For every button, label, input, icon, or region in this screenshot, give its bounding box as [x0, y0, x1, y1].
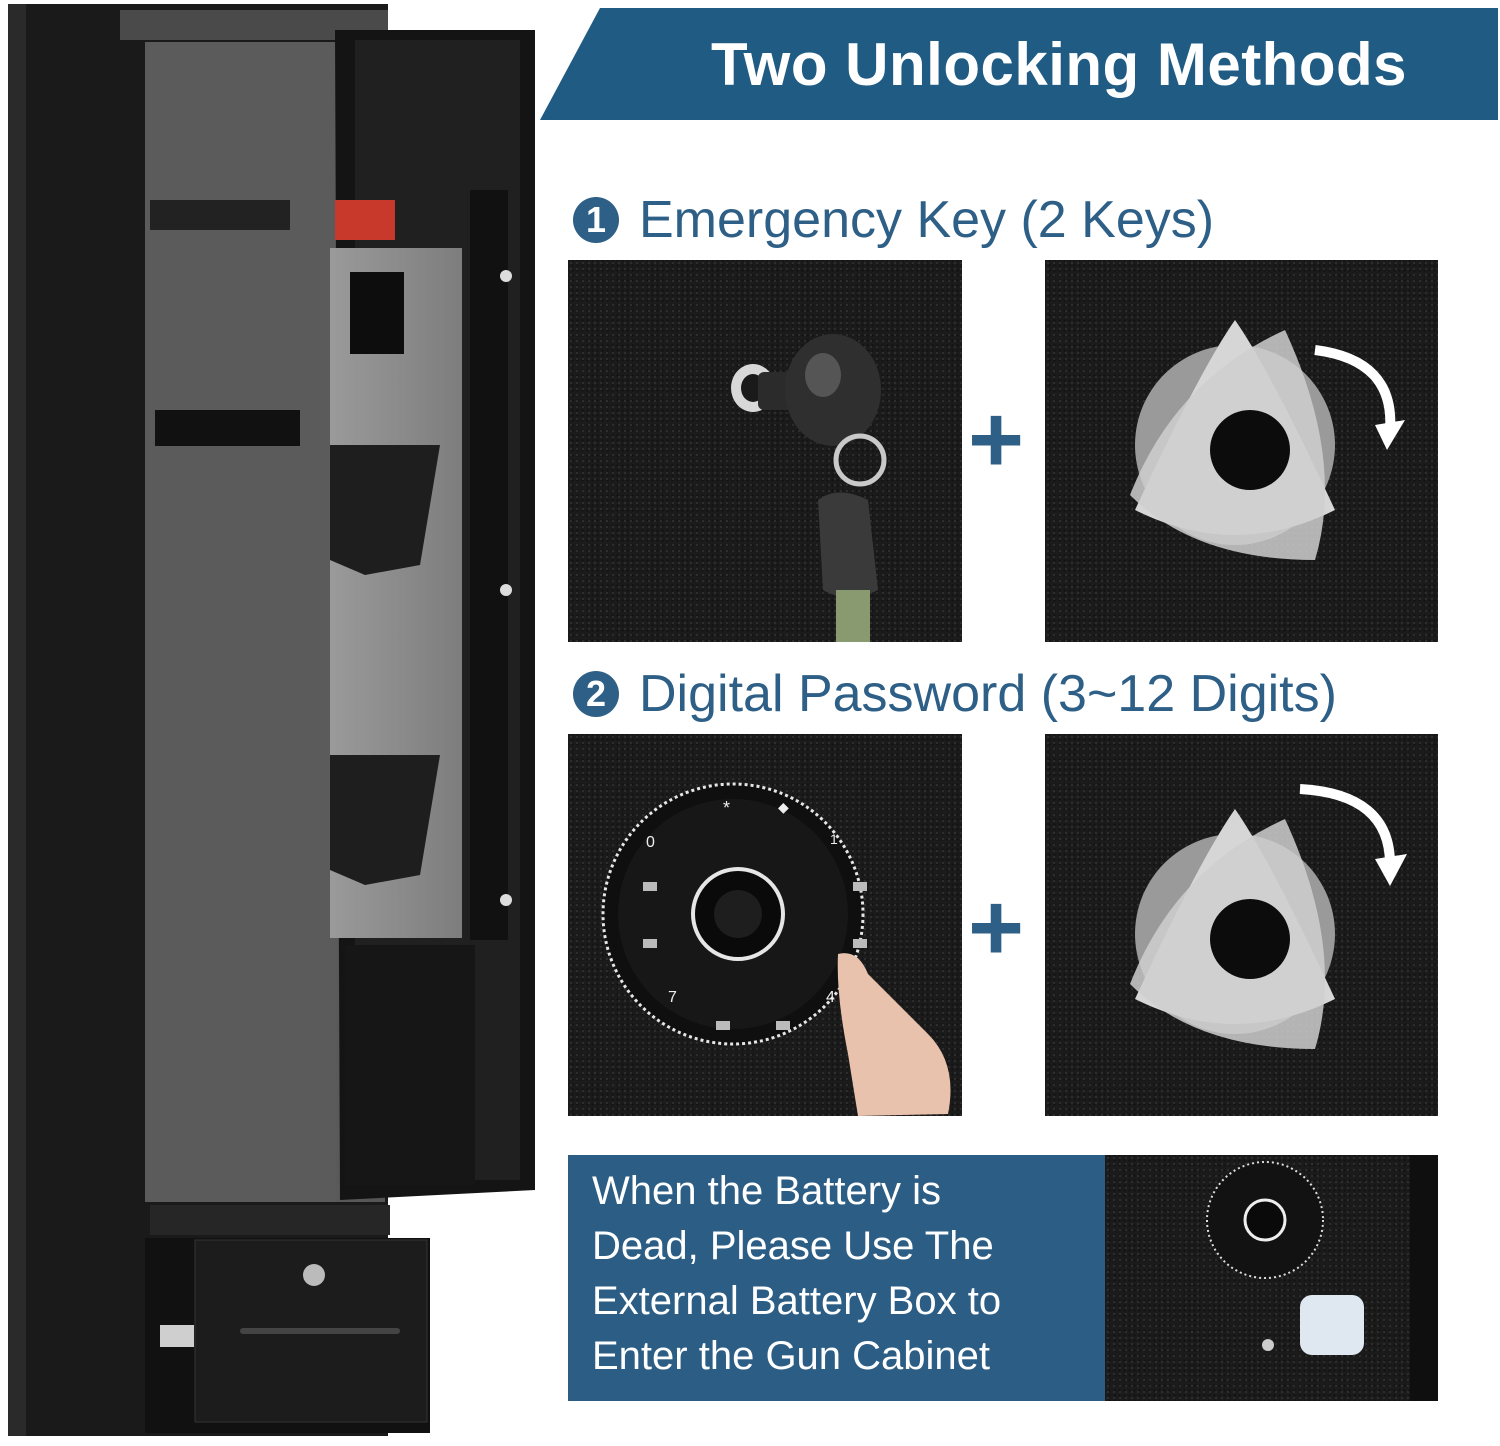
battery-note-line-4: Enter the Gun Cabinet — [592, 1334, 991, 1378]
header-banner — [540, 8, 1498, 120]
rotate-handle-icon — [1130, 320, 1405, 560]
method-1-number-badge: 1 — [573, 197, 619, 243]
plus-sign-2: + — [968, 874, 1025, 981]
page-title: Two Unlocking Methods — [710, 30, 1408, 98]
method-2-heading: 2 Digital Password (3~12 Digits) — [573, 662, 1337, 726]
key-4: 4 — [826, 989, 835, 1006]
battery-note-line-2: Dead, Please Use The — [592, 1224, 994, 1268]
emergency-key-panel — [568, 260, 962, 642]
method-1-heading: 1 Emergency Key (2 Keys) — [573, 188, 1214, 252]
external-battery-icon — [1206, 1155, 1438, 1401]
battery-note-line-3: External Battery Box to — [592, 1279, 1002, 1323]
key-1: 1 — [830, 831, 838, 847]
external-battery-box-image — [1105, 1155, 1438, 1401]
keypad-icon: * ◆ 1 0 4 7 — [601, 782, 951, 1116]
key-0: 0 — [646, 834, 655, 851]
digital-keypad-panel: * ◆ 1 0 4 7 — [568, 734, 962, 1116]
rotate-handle-icon-2 — [1130, 784, 1407, 1049]
key-7: 7 — [668, 989, 677, 1006]
plus-sign-1: + — [968, 386, 1025, 493]
battery-note-text: When the Battery is Dead, Please Use The… — [592, 1164, 1092, 1384]
key-star: * — [723, 798, 730, 818]
emergency-key-handle-panel — [1045, 260, 1438, 642]
key-lock-icon — [731, 334, 887, 642]
method-2-label: Digital Password (3~12 Digits) — [639, 665, 1337, 723]
method-1-label: Emergency Key (2 Keys) — [639, 191, 1215, 249]
gun-cabinet-image — [8, 4, 535, 1436]
battery-note-line-1: When the Battery is — [592, 1169, 942, 1213]
key-diamond: ◆ — [778, 799, 789, 815]
method-2-number-badge: 2 — [573, 671, 619, 717]
digital-handle-panel — [1045, 734, 1438, 1116]
